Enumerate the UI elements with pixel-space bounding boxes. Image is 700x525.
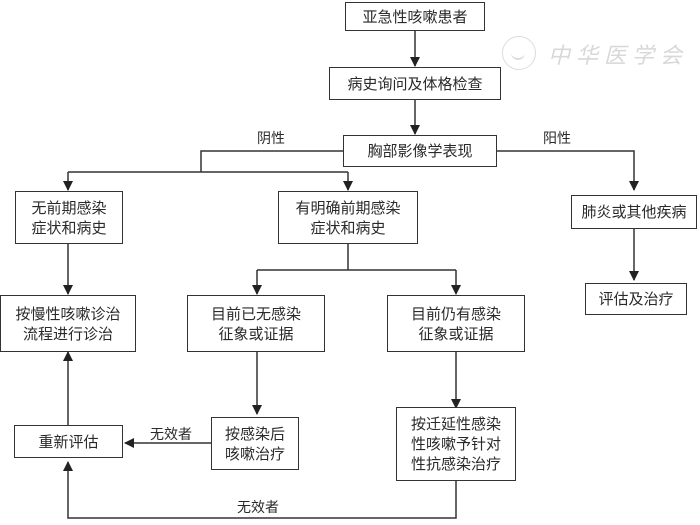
node-post-infectious-treatment: 按感染后 咳嗽治疗 — [211, 417, 299, 470]
node-evaluate-treat: 评估及治疗 — [585, 283, 687, 315]
edge-label-positive: 阳性 — [543, 131, 571, 147]
node-start: 亚急性咳嗽患者 — [345, 2, 485, 31]
node-current-infection: 目前仍有感染 征象或证据 — [387, 295, 525, 352]
edge-prolonged-to-reevaluate — [63, 461, 457, 519]
edge-imaging-positive — [497, 150, 639, 191]
node-clear-prior-infection: 有明确前期感染 症状和病史 — [278, 191, 418, 244]
node-prolonged-infection-treatment: 按迁延性感染 性咳嗽予针对 性抗感染治疗 — [396, 407, 516, 481]
watermark-text: 中华医学会 — [548, 44, 689, 69]
node-chronic-cough-workflow: 按慢性咳嗽诊治 流程进行诊治 — [0, 295, 136, 352]
node-no-current-infection: 目前已无感染 征象或证据 — [187, 295, 325, 352]
node-pneumonia: 肺炎或其他疾病 — [571, 195, 697, 229]
node-chest-imaging: 胸部影像学表现 — [343, 135, 497, 167]
node-no-prior-infection: 无前期感染 症状和病史 — [15, 191, 123, 244]
watermark-logo-icon — [502, 36, 536, 70]
edge-imaging-negative — [200, 150, 343, 172]
node-reevaluate: 重新评估 — [14, 425, 123, 458]
edge-clear-prior-split — [257, 244, 456, 271]
edge-label-ineffective-2: 无效者 — [237, 500, 279, 516]
node-history-exam: 病史询问及体格检查 — [329, 67, 501, 100]
edge-label-negative: 阴性 — [257, 131, 285, 147]
edge-label-ineffective-1: 无效者 — [150, 427, 192, 443]
